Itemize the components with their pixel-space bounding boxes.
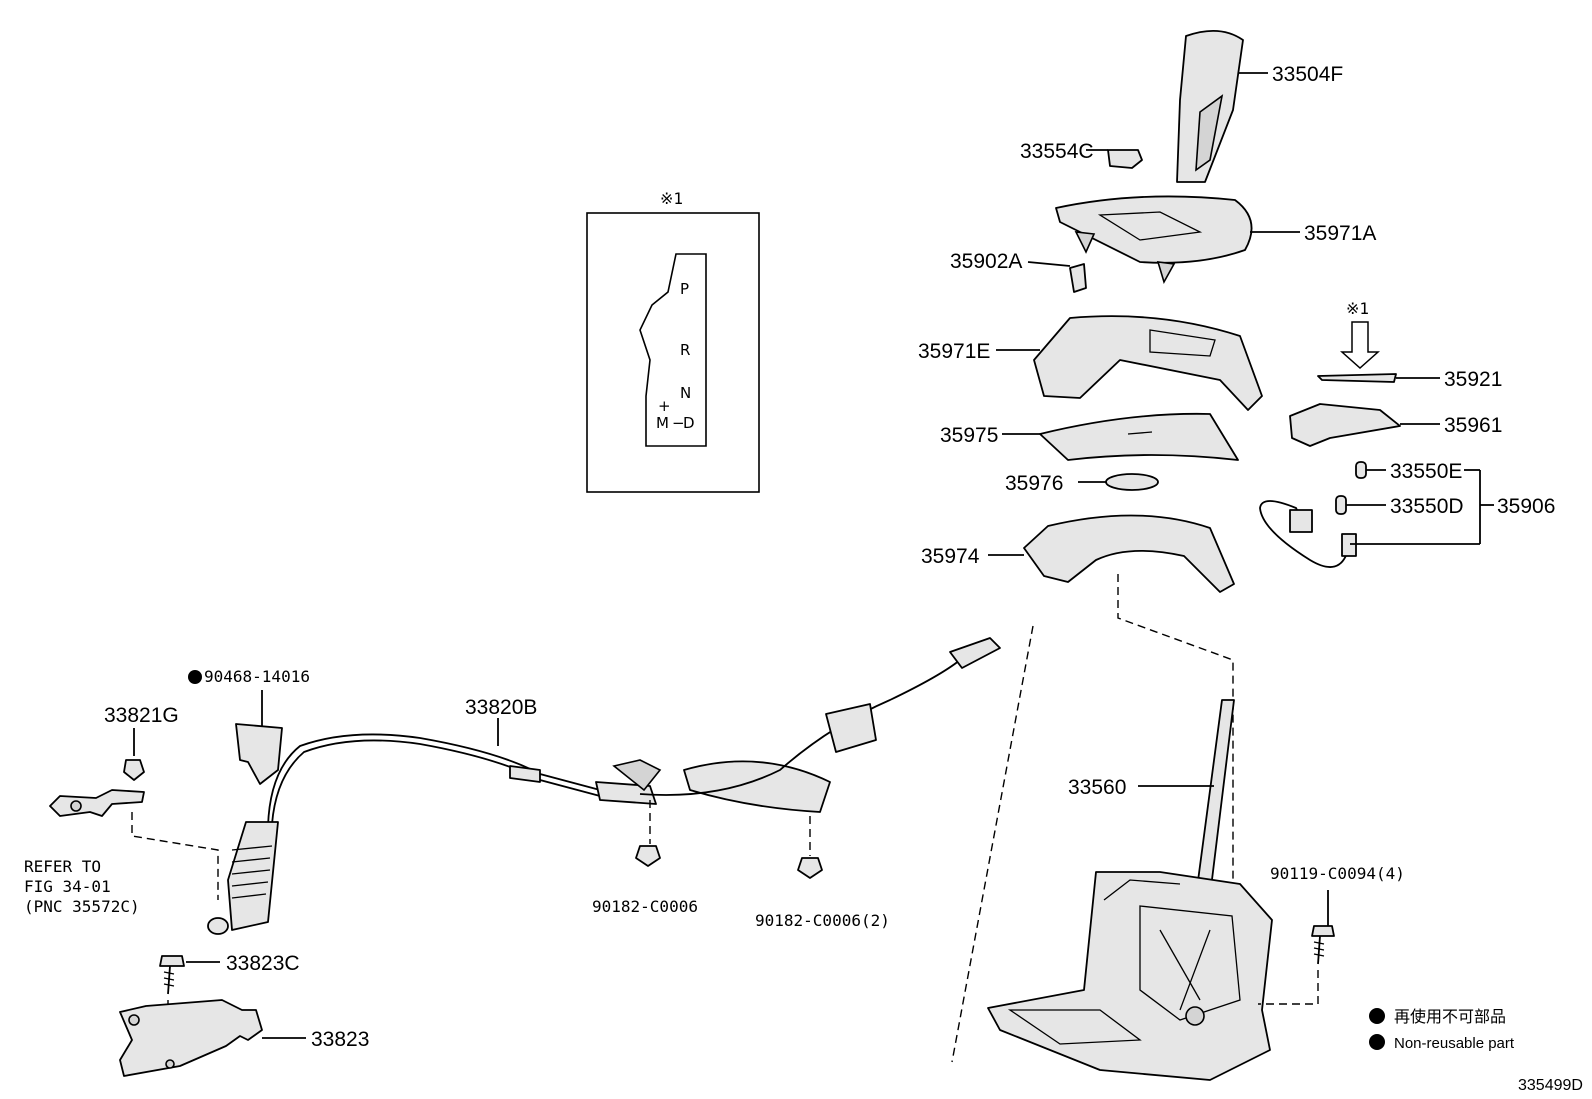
legend-en: Non-reusable part [1394,1035,1515,1052]
gate-r-label: R [680,341,690,359]
label-35902A: 35902A [950,250,1022,273]
gate-detail-box: ※1 P R N + M − D [586,189,760,493]
label-90182-a: 90182-C0006 [592,897,698,916]
legend-jp: 再使用不可部品 [1394,1007,1506,1026]
shift-lever: 33560 [987,699,1273,1081]
label-33550D: 33550D [1390,495,1464,518]
bolt-90119: 90119-C0094(4) [1258,864,1405,1005]
legend: 再使用不可部品 Non-reusable part [1369,1007,1515,1052]
upper-cover: 35971A [1055,195,1376,285]
label-33820B: 33820B [465,696,537,719]
gate-d-label: D [683,414,695,432]
middle-cover: 35971E [918,315,1263,411]
label-35976: 35976 [1005,472,1063,495]
bracket-33821G: 33821G REFER TO FIG 34-01 (PNC 35572C) [24,704,219,916]
gate-p-label: P [680,280,689,298]
indicator-housing: 35961 [1289,403,1502,447]
guide-line-left [951,625,1034,1063]
label-35971A: 35971A [1304,222,1376,245]
bulb-harness: 33550E 33550D 35906 [1259,460,1555,568]
nut-90182-a: 90182-C0006 [592,800,698,916]
clip-part: 35902A [950,250,1087,293]
control-cable: 33820B [207,637,1001,935]
shift-knob: 33504F [1176,30,1343,183]
indicator-mark-label: ※1 [1346,299,1369,318]
figure-id: 335499D [1518,1077,1583,1094]
gate-plus-label: + [658,397,671,415]
label-35974: 35974 [921,545,980,568]
label-35921: 35921 [1444,368,1502,391]
refer-line-2: FIG 34-01 [24,877,111,896]
button-part: 33554C [1020,140,1143,169]
detail-mark-label: ※1 [660,189,683,208]
label-90119: 90119-C0094(4) [1270,864,1405,883]
slide-plate: 35975 [940,412,1239,461]
gate-m-label: M [656,414,669,432]
label-33560: 33560 [1068,776,1126,799]
label-33823: 33823 [311,1028,369,1051]
gate-plate [639,253,707,447]
label-90182-b: 90182-C0006(2) [755,911,890,930]
label-90468: 90468-14016 [204,667,310,686]
label-33823C: 33823C [226,952,300,975]
indicator-plate: ※1 35921 [1317,299,1502,391]
label-33504F: 33504F [1272,63,1343,86]
label-33550E: 33550E [1390,460,1462,483]
label-35961: 35961 [1444,414,1502,437]
refer-line-3: (PNC 35572C) [24,897,140,916]
bracket-33823: 33823 [119,999,369,1077]
guide-line-cover [1117,574,1234,960]
label-33554C: 33554C [1020,140,1094,163]
label-35906: 35906 [1497,495,1555,518]
bolt-33823C: 33823C [159,952,300,1060]
label-33821G: 33821G [104,704,179,727]
lower-cover: 35974 [921,514,1235,593]
nut-90182-b: 90182-C0006(2) [755,816,890,930]
small-plate: 35976 [1005,472,1159,495]
label-35971E: 35971E [918,340,990,363]
gate-n-label: N [680,384,691,402]
refer-line-1: REFER TO [24,857,101,876]
label-35975: 35975 [940,424,998,447]
clip-90468: 90468-14016 [188,667,310,785]
gate-minus-label: − [672,414,685,432]
